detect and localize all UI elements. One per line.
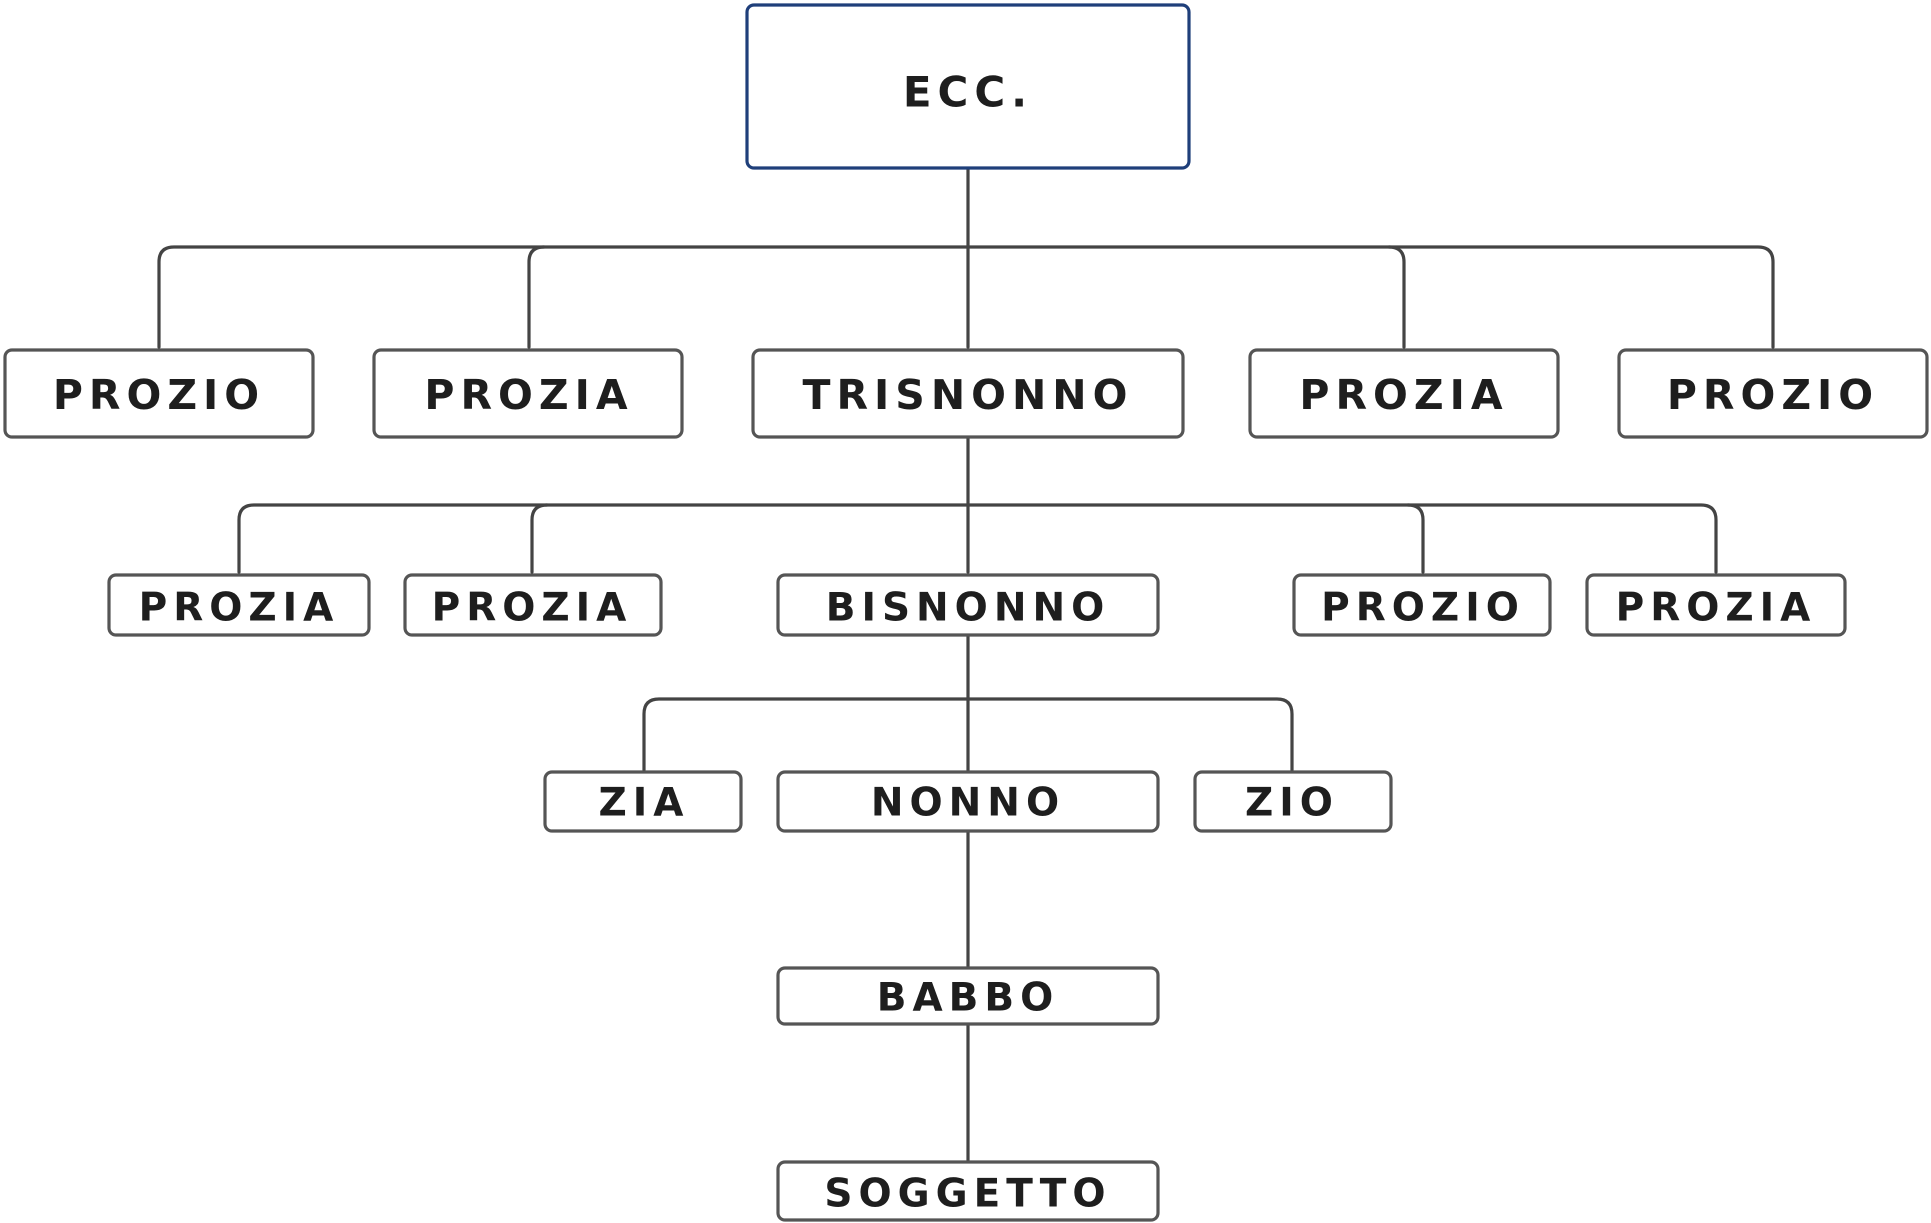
- connector-level2-bus: [237, 503, 1718, 574]
- node-root-label: ECC.: [903, 68, 1033, 117]
- node-level3-zia[interactable]: ZIA: [543, 770, 743, 833]
- node-label: PROZIA: [1299, 371, 1508, 419]
- node-level2-prozia[interactable]: PROZIA: [403, 573, 663, 637]
- node-label: PROZIO: [53, 371, 265, 419]
- node-label: PROZIA: [424, 371, 633, 419]
- node-label: PROZIA: [139, 586, 340, 631]
- node-label: PROZIA: [432, 586, 633, 631]
- node-label: BISNONNO: [826, 586, 1111, 631]
- node-label: ZIA: [599, 781, 690, 826]
- nodes: ECC. PROZIO PROZIA TRISNONNO PROZIA PROZ…: [3, 3, 1929, 1222]
- connector-level1-branch: [1387, 245, 1406, 349]
- node-level2-prozia[interactable]: PROZIA: [107, 573, 371, 637]
- node-level2-bisnonno[interactable]: BISNONNO: [776, 573, 1160, 637]
- node-level1-prozio[interactable]: PROZIO: [1617, 348, 1929, 439]
- node-level1-prozio[interactable]: PROZIO: [3, 348, 315, 439]
- node-level3-nonno[interactable]: NONNO: [776, 770, 1160, 833]
- node-level1-prozia[interactable]: PROZIA: [372, 348, 684, 439]
- node-level2-prozio[interactable]: PROZIO: [1292, 573, 1552, 637]
- connector-level3-bus: [642, 697, 1294, 772]
- node-level1-trisnonno[interactable]: TRISNONNO: [751, 348, 1185, 439]
- node-label: TRISNONNO: [803, 371, 1134, 419]
- node-label: NONNO: [871, 781, 1065, 826]
- node-level2-prozia[interactable]: PROZIA: [1585, 573, 1847, 637]
- connectors: [157, 166, 1775, 1162]
- node-level1-prozia[interactable]: PROZIA: [1248, 348, 1560, 439]
- node-label: PROZIA: [1616, 586, 1817, 631]
- node-label: ZIO: [1245, 781, 1339, 826]
- node-root[interactable]: ECC.: [745, 3, 1191, 170]
- connector-level1-branch: [527, 245, 546, 349]
- connector-level2-branch: [530, 503, 549, 574]
- node-level5-soggetto[interactable]: SOGGETTO: [776, 1160, 1160, 1222]
- node-label: BABBO: [877, 976, 1060, 1021]
- node-level4-babbo[interactable]: BABBO: [776, 966, 1160, 1026]
- connector-level2-branch: [1406, 503, 1425, 574]
- node-label: PROZIO: [1667, 371, 1879, 419]
- node-label: PROZIO: [1321, 586, 1525, 631]
- node-level3-zio[interactable]: ZIO: [1193, 770, 1393, 833]
- node-label: SOGGETTO: [824, 1172, 1111, 1217]
- connector-level1-bus: [157, 245, 1775, 349]
